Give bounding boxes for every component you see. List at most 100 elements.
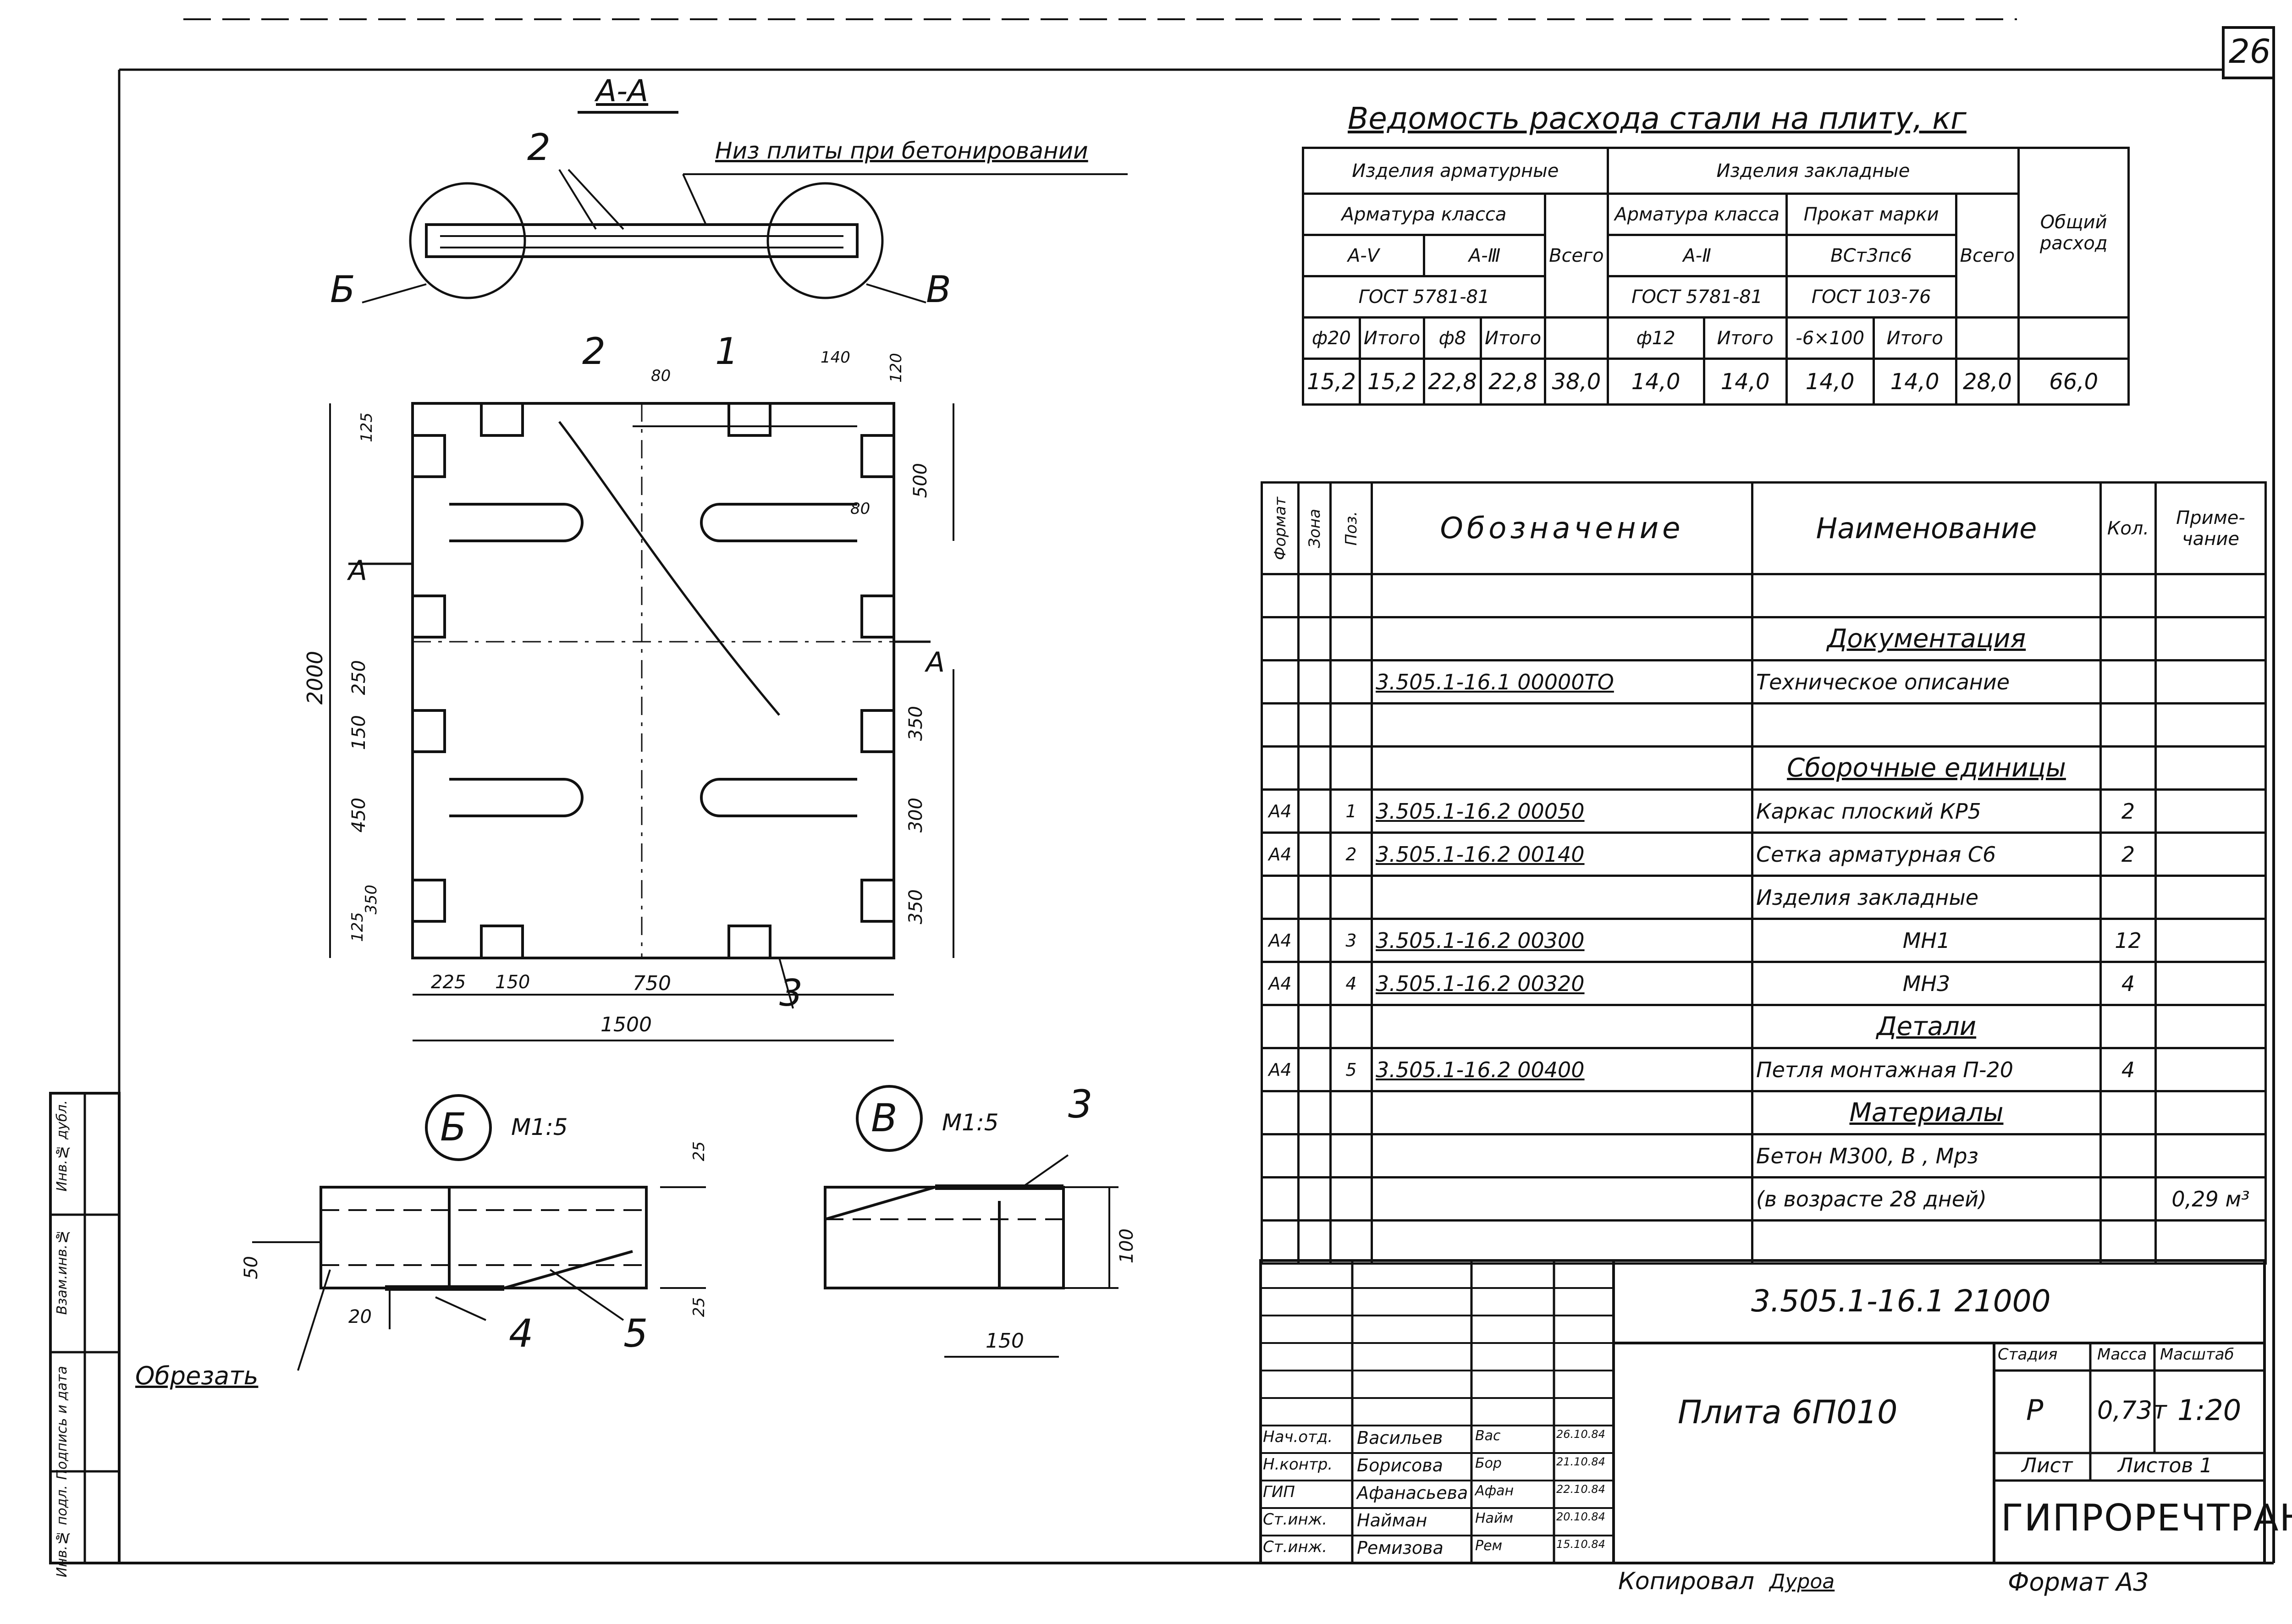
steel-val-4: 22,8 (1479, 358, 1547, 406)
spec-cell-qty (2099, 745, 2157, 791)
spec-cell-designation (1371, 1133, 1753, 1178)
title-stage: Р (2026, 1393, 2044, 1427)
person-signature: Рем (1475, 1538, 1503, 1554)
spec-cell-designation (1371, 875, 1753, 920)
spec-cell-name: МН1 (1751, 918, 2102, 963)
spec-cell-format (1261, 702, 1300, 748)
steel-hdr-total-2: Всего (1955, 193, 2020, 319)
plan-dim-150b: 150 (495, 972, 530, 993)
title-sheet-hdr: Лист (2022, 1454, 2073, 1477)
detail-b-dim-20: 20 (348, 1306, 372, 1327)
detail-b-pos-4: 4 (509, 1311, 534, 1356)
steel-rolled-gost: ГОСТ 103-76 (1785, 275, 1957, 319)
spec-cell-note (2154, 831, 2267, 877)
spec-cell-qty (2099, 1176, 2157, 1222)
spec-cell-designation (1371, 702, 1753, 748)
spec-row: Материалы (1261, 1090, 2267, 1135)
spec-cell-pos (1329, 745, 1373, 791)
spec-cell-note: 0,29 м³ (2154, 1176, 2267, 1222)
spec-cell-format (1261, 1090, 1300, 1135)
spec-cell-qty (2099, 1090, 2157, 1135)
spec-cell-name: Петля монтажная П-20 (1751, 1047, 2102, 1092)
person-date: 26.10.84 (1556, 1428, 1605, 1441)
spec-cell-note (2154, 875, 2267, 920)
steel-col-d20: ф20 (1302, 316, 1361, 360)
spec-cell-format (1261, 573, 1300, 618)
person-signature: Афан (1475, 1483, 1514, 1499)
plan-dim-140: 140 (821, 348, 850, 367)
spec-cell-note (2154, 961, 2267, 1006)
spec-cell-name (1751, 702, 2102, 748)
spec-cell-format: А4 (1261, 1047, 1300, 1092)
spec-cell-qty (2099, 659, 2157, 705)
spec-cell-designation (1371, 1219, 1753, 1265)
spec-cell-pos: 1 (1329, 788, 1373, 834)
plan-dim-1500: 1500 (601, 1013, 652, 1036)
detail-v-letter: В (871, 1096, 898, 1140)
spec-cell-zone (1297, 1133, 1332, 1178)
spec-cell-note (2154, 1090, 2267, 1135)
spec-cell-zone (1297, 745, 1332, 791)
section-aa-callout-2: 2 (527, 126, 551, 169)
spec-cell-name: Сборочные единицы (1751, 745, 2102, 791)
steel-val-8: 14,0 (1785, 358, 1875, 406)
steel-col-itogo-3: Итого (1702, 316, 1788, 360)
spec-cell-qty (2099, 573, 2157, 618)
steel-hdr-total-1: Всего (1544, 193, 1609, 319)
section-aa-bottom-note: Низ плиты при бетонировании (715, 138, 1088, 164)
steel-val-3: 22,8 (1423, 358, 1482, 406)
detail-b-drawing (252, 1094, 706, 1371)
person-signature: Вас (1475, 1428, 1501, 1444)
steel-hdr-rebar: Изделия арматурные (1302, 147, 1609, 195)
spec-hdr-note: Приме-чание (2154, 481, 2267, 575)
steel-emb-class: А-Ⅱ (1606, 234, 1788, 277)
detail-v-drawing (824, 1085, 1118, 1358)
spec-cell-note (2154, 745, 2267, 791)
spec-row: Сборочные единицы (1261, 745, 2267, 791)
spec-cell-note (2154, 702, 2267, 748)
steel-val-6: 14,0 (1606, 358, 1705, 406)
detail-b-pos-5: 5 (623, 1311, 648, 1356)
spec-cell-designation (1371, 745, 1753, 791)
person-name: Афанасьева (1357, 1483, 1468, 1503)
plan-pos-3: 3 (779, 972, 803, 1014)
spec-cell-format: А4 (1261, 788, 1300, 834)
sheet-copied-by: Копировал (1618, 1568, 1755, 1595)
title-scale-hdr: Масштаб (2160, 1345, 2234, 1364)
detail-v-scale: М1:5 (942, 1109, 999, 1136)
plan-dim-80b: 80 (850, 500, 871, 518)
person-name: Борисова (1357, 1455, 1443, 1475)
steel-col-itogo-4: Итого (1872, 316, 1957, 360)
spec-cell-format (1261, 659, 1300, 705)
spec-cell-zone (1297, 1047, 1332, 1092)
person-date: 21.10.84 (1556, 1455, 1605, 1468)
spec-cell-name: Сетка арматурная С6 (1751, 831, 2102, 877)
spec-cell-designation (1371, 1090, 1753, 1135)
steel-hdr-emb-class: Арматура класса (1606, 193, 1788, 236)
person-date: 22.10.84 (1556, 1483, 1605, 1496)
spec-cell-name: (в возрасте 28 дней) (1751, 1176, 2102, 1222)
detail-v-pos-3: 3 (1068, 1082, 1093, 1127)
spec-cell-qty: 4 (2099, 1047, 2157, 1092)
steel-col-blank-1 (1544, 316, 1609, 360)
spec-cell-format: А4 (1261, 961, 1300, 1006)
plan-view-drawing (329, 402, 954, 1041)
spec-hdr-name: Наименование (1751, 481, 2102, 575)
spec-cell-designation: 3.505.1-16.2 00400 (1371, 1047, 1753, 1092)
plan-pos-1: 1 (715, 330, 738, 373)
plan-dim-225: 225 (431, 972, 466, 993)
person-name: Васильев (1357, 1428, 1443, 1448)
steel-class-a5: А-Ⅴ (1301, 234, 1426, 277)
steel-rolled-grade: ВСт3пс6 (1785, 234, 1957, 277)
spec-hdr-qty: Кол. (2099, 481, 2157, 575)
spec-cell-pos (1329, 1090, 1373, 1135)
spec-cell-name: Каркас плоский КР5 (1751, 788, 2102, 834)
spec-cell-name: Детали (1751, 1004, 2102, 1049)
title-doc-code: 3.505.1-16.1 21000 (1751, 1283, 2051, 1319)
steel-col-itogo-2: Итого (1479, 316, 1547, 360)
spec-cell-pos (1329, 1004, 1373, 1049)
spec-cell-pos: 4 (1329, 961, 1373, 1006)
